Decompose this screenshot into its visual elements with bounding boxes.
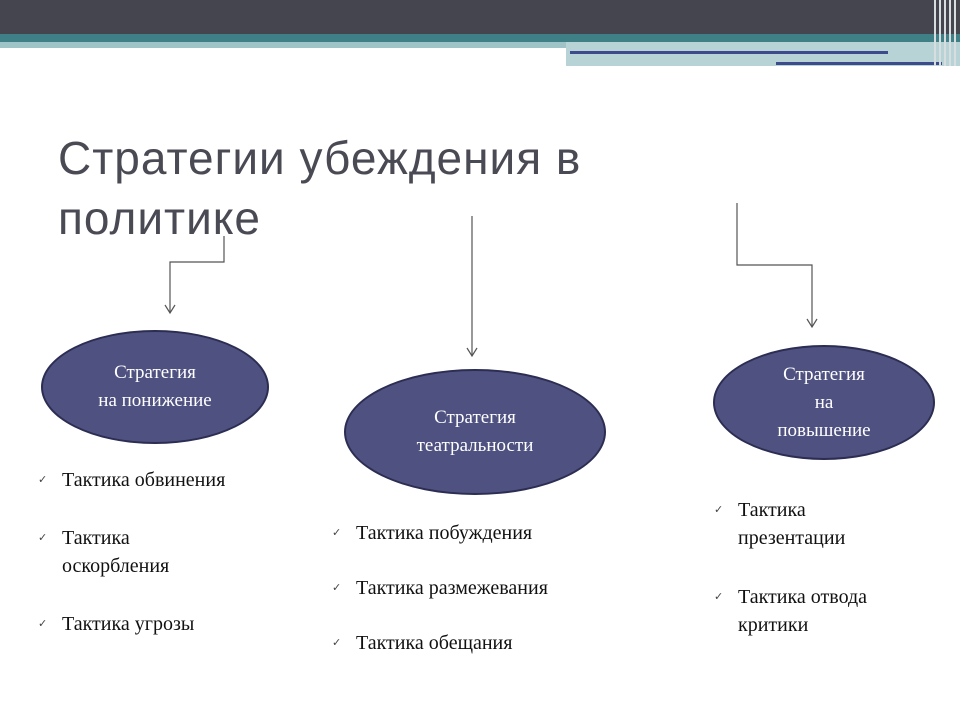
node-strategy-lower: Стратегия на понижение — [41, 330, 269, 444]
tactic-item: Тактика обвинения — [36, 466, 276, 494]
tactic-item: Тактика оскорбления — [36, 524, 232, 580]
header-stripes — [930, 0, 960, 66]
node-strategy-raise: Стратегия на повышение — [713, 345, 935, 460]
slide-title: Стратегии убеждения в политике — [58, 132, 582, 244]
header-light-band — [0, 42, 566, 48]
tactics-theatre-list: Тактика побуждения Тактика размежевания … — [330, 519, 620, 657]
header-accent-line — [570, 51, 888, 54]
tactic-item: Тактика презентации — [712, 496, 888, 552]
tactic-item: Тактика побуждения — [330, 519, 620, 547]
arrow-to-raise — [736, 203, 813, 327]
arrow-to-lower — [169, 236, 225, 313]
tactics-lower-list: Тактика обвинения Тактика оскорбления Та… — [36, 466, 276, 638]
tactic-item: Тактика обещания — [330, 629, 620, 657]
header-bar — [0, 0, 960, 34]
tactic-item: Тактика размежевания — [330, 574, 620, 602]
tactic-item: Тактика угрозы — [36, 610, 276, 638]
tactic-item: Тактика отвода критики — [712, 583, 918, 639]
header-teal-band — [0, 34, 960, 42]
tactics-raise-list: Тактика презентации Тактика отвода крити… — [712, 496, 912, 639]
header-accent-line-short — [776, 62, 942, 65]
node-strategy-theatre: Стратегия театральности — [344, 369, 606, 495]
